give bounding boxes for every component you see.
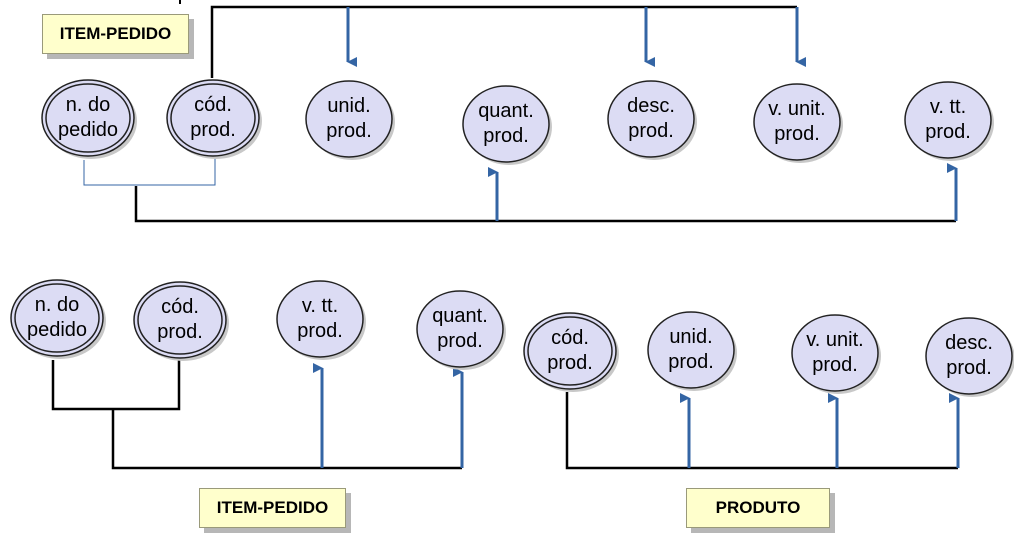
- attr-line2: pedido: [26, 319, 88, 341]
- attr-desc-prod-top: desc. prod.: [606, 79, 696, 159]
- attr-desc-prod-bottom-circle: [925, 317, 1013, 395]
- attr-line1: desc.: [627, 95, 675, 117]
- attr-line2: prod.: [628, 120, 674, 142]
- attr-quant-prod-top: quant. prod.: [461, 84, 551, 164]
- attr-v-tt-prod-top: v. tt. prod.: [903, 80, 993, 160]
- attr-line1: quant.: [432, 305, 488, 327]
- attr-cod-prod-top: cód. prod.: [165, 78, 261, 158]
- attr-line1: quant.: [478, 100, 534, 122]
- attr-desc-prod-top-circle: [607, 80, 695, 158]
- attr-line1: v. tt.: [929, 96, 967, 118]
- attr-n-do-pedido-top-key-ring: [45, 83, 131, 153]
- attr-line2: pedido: [57, 119, 119, 141]
- attr-line2: prod.: [774, 123, 820, 145]
- attr-line1: n. do: [65, 94, 111, 116]
- attr-line1: v. unit.: [768, 98, 826, 120]
- attr-line2: prod.: [668, 351, 714, 373]
- attr-n-do-pedido-bottom-circle: [10, 279, 104, 357]
- attr-unid-prod-top-circle: [305, 80, 393, 158]
- top-dependency-line-upper: [210, 5, 797, 78]
- attr-unid-prod-bottom-circle: [647, 311, 735, 389]
- bottom-right-dependency-line: [565, 392, 958, 470]
- top-key-bracket: [83, 157, 216, 186]
- attr-line1: unid.: [327, 95, 371, 117]
- attr-line1: cód.: [551, 327, 589, 349]
- bottom-left-key-bracket: [51, 360, 181, 411]
- entity-label-item-pedido-top: ITEM-PEDIDO: [42, 14, 189, 54]
- entity-label-produto: PRODUTO: [686, 488, 830, 528]
- attr-line1: unid.: [669, 326, 713, 348]
- attr-line1: n. do: [34, 294, 80, 316]
- attr-cod-prod-bottom-left: cód. prod.: [132, 280, 228, 360]
- attr-quant-prod-bottom-circle: [416, 290, 504, 368]
- attr-unid-prod-top: unid. prod.: [304, 79, 394, 159]
- attr-line2: prod.: [547, 352, 593, 374]
- attribute-circles: [10, 79, 1014, 397]
- attr-v-tt-prod-bottom-circle: [276, 280, 364, 358]
- top-dependency-line-lower: [134, 186, 956, 223]
- attr-line2: prod.: [437, 330, 483, 352]
- attr-v-unit-prod-top: v. unit. prod.: [752, 82, 842, 162]
- attr-line2: prod.: [925, 121, 971, 143]
- attr-cod-prod-bottom-right-circle: [523, 312, 617, 390]
- attr-n-do-pedido-bottom-key-ring: [14, 283, 100, 353]
- attr-n-do-pedido-top: n. do pedido: [40, 78, 136, 158]
- attr-v-unit-prod-top-circle: [753, 83, 841, 161]
- attr-line1: v. tt.: [301, 295, 339, 317]
- attr-line2: prod.: [157, 321, 203, 343]
- attr-cod-prod-bottom-left-circle: [133, 281, 227, 359]
- attr-n-do-pedido-top-circle: [41, 79, 135, 157]
- attr-v-tt-prod-top-circle: [904, 81, 992, 159]
- attr-cod-prod-bottom-right-key-ring: [527, 316, 613, 386]
- attr-line2: prod.: [326, 120, 372, 142]
- attr-line2: prod.: [297, 320, 343, 342]
- attr-line1: cód.: [161, 296, 199, 318]
- attr-cod-prod-top-circle: [166, 79, 260, 157]
- attr-line2: prod.: [812, 354, 858, 376]
- entity-label-item-pedido-bottom: ITEM-PEDIDO: [199, 488, 346, 528]
- attr-quant-prod-top-circle: [462, 85, 550, 163]
- attr-cod-prod-bottom-left-key-ring: [137, 285, 223, 355]
- attr-v-tt-prod-bottom: v. tt. prod.: [275, 279, 365, 359]
- attr-unid-prod-bottom: unid. prod.: [646, 310, 736, 390]
- attr-v-unit-prod-bottom-circle: [791, 314, 879, 392]
- attr-quant-prod-bottom: quant. prod.: [415, 289, 505, 369]
- attr-desc-prod-bottom: desc. prod.: [924, 316, 1014, 396]
- attr-v-unit-prod-bottom: v. unit. prod.: [790, 313, 880, 393]
- attr-line2: prod.: [190, 119, 236, 141]
- attr-line2: prod.: [946, 357, 992, 379]
- attr-cod-prod-top-key-ring: [170, 83, 256, 153]
- attr-cod-prod-bottom-right: cód. prod.: [522, 311, 618, 391]
- bottom-left-dependency-line: [111, 409, 462, 470]
- attr-line2: prod.: [483, 125, 529, 147]
- attr-n-do-pedido-bottom: n. do pedido: [9, 278, 105, 358]
- attr-line1: v. unit.: [806, 329, 864, 351]
- attr-line1: cód.: [194, 94, 232, 116]
- attr-line1: desc.: [945, 332, 993, 354]
